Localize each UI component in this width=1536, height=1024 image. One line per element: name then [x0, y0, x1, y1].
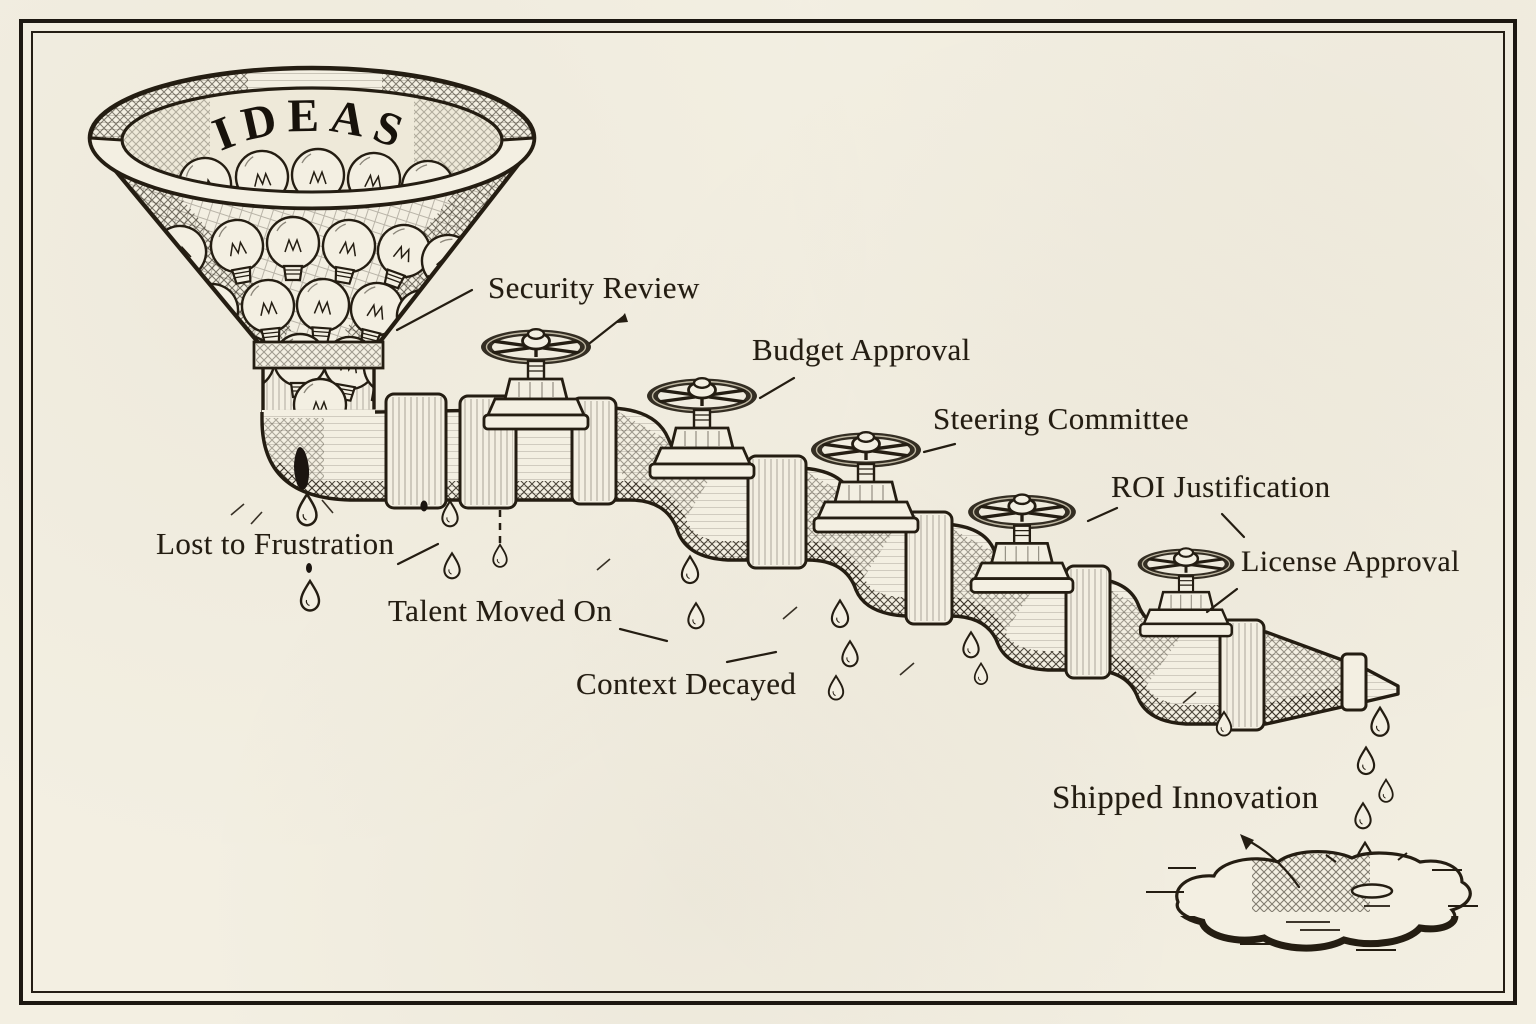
label-context-decayed: Context Decayed	[576, 666, 797, 701]
label-lost-to-frustration: Lost to Frustration	[156, 526, 395, 561]
label-budget-approval: Budget Approval	[752, 332, 971, 367]
puddle-ripple-dashes	[1146, 852, 1478, 951]
frame-border-outer	[19, 19, 1517, 1005]
shipped-arrow	[1245, 838, 1301, 889]
label-steering-committee: Steering Committee	[933, 401, 1190, 436]
label-talent-moved-on: Talent Moved On	[388, 593, 613, 628]
puddle-icon	[1146, 850, 1478, 952]
label-license-approval: License Approval	[1241, 545, 1460, 578]
leak-drips	[230, 446, 1394, 872]
frame-border-inner	[31, 31, 1505, 993]
label-security-review: Security Review	[488, 270, 700, 305]
leader-lines	[395, 288, 1301, 889]
nozzle-ring	[1340, 652, 1368, 712]
label-shipped-innovation: Shipped Innovation	[1052, 780, 1319, 816]
label-roi-justification: ROI Justification	[1111, 469, 1331, 504]
